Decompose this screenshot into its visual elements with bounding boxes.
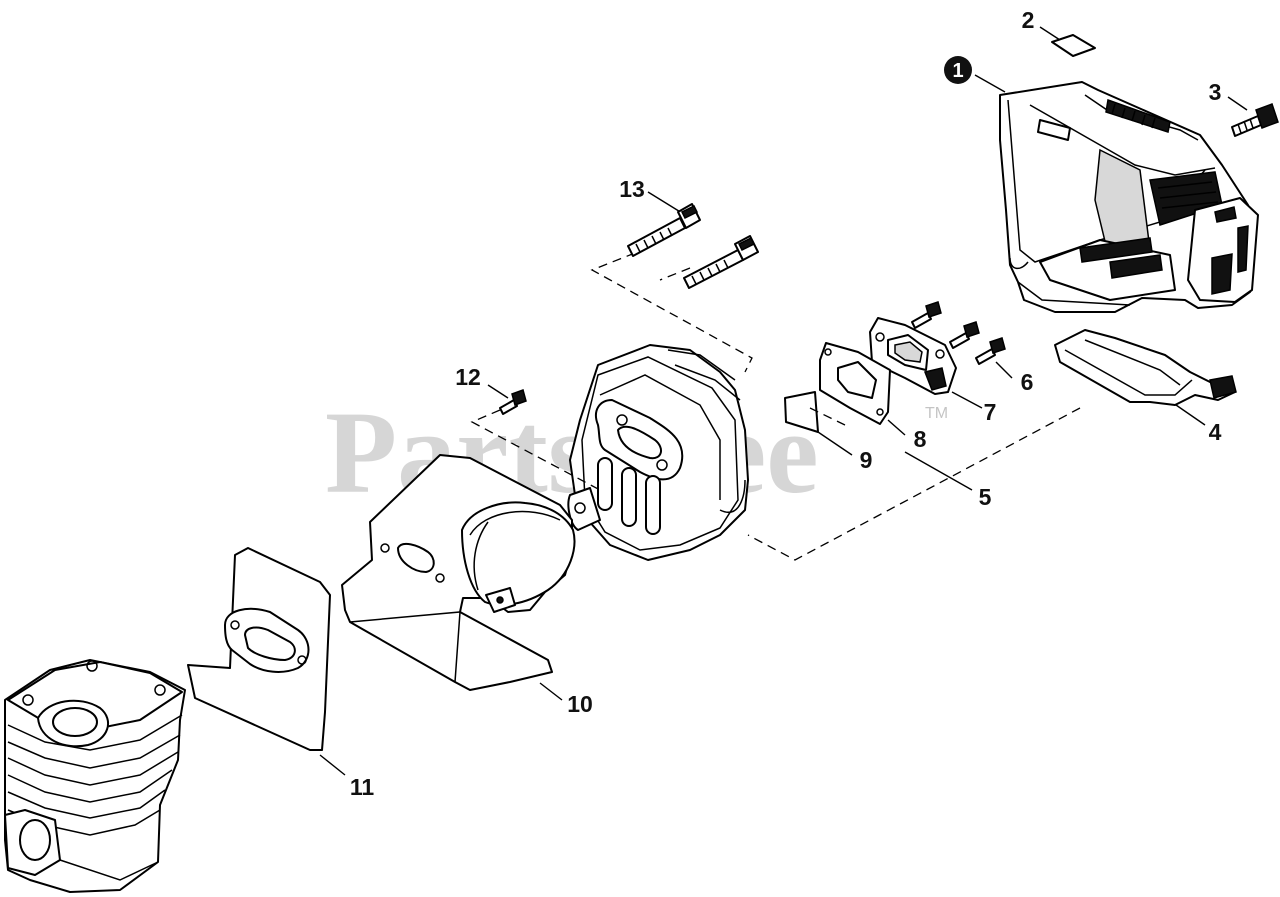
callout-3[interactable]: 3 (1209, 79, 1222, 105)
part-muffler-body[interactable] (567, 344, 749, 561)
callout-2[interactable]: 2 (1022, 7, 1035, 33)
part-label-plate[interactable] (1051, 34, 1096, 57)
callout-7[interactable]: 7 (984, 399, 997, 425)
part-screw-3[interactable] (1231, 103, 1279, 137)
callout-11[interactable]: 11 (350, 774, 375, 800)
callouts: 1 2 3 4 5 6 7 8 9 10 11 12 13 (350, 7, 1222, 800)
callout-1[interactable]: 1 (944, 56, 972, 84)
part-muffler-cover[interactable] (999, 81, 1259, 313)
callout-4[interactable]: 4 (1209, 419, 1222, 445)
part-gasket-8[interactable] (819, 342, 891, 425)
part-screw-12[interactable] (499, 389, 527, 415)
callout-10[interactable]: 10 (567, 691, 593, 717)
part-gasket-11[interactable] (187, 547, 331, 751)
callout-13[interactable]: 13 (619, 176, 645, 202)
leader-lines (319, 26, 1248, 776)
callout-9[interactable]: 9 (860, 447, 873, 473)
watermark-trademark: TM (925, 405, 948, 422)
part-cylinder (4, 659, 186, 893)
part-heat-shield[interactable] (1054, 329, 1237, 406)
assembly-lines (470, 252, 1081, 561)
part-screws-6[interactable] (911, 301, 1006, 365)
part-screws-13[interactable] (627, 203, 759, 289)
callout-5[interactable]: 5 (979, 484, 992, 510)
callout-8[interactable]: 8 (914, 426, 927, 452)
callout-6[interactable]: 6 (1021, 369, 1034, 395)
part-shield-10[interactable] (341, 454, 576, 691)
svg-text:1: 1 (952, 60, 963, 82)
callout-12[interactable]: 12 (455, 364, 481, 390)
